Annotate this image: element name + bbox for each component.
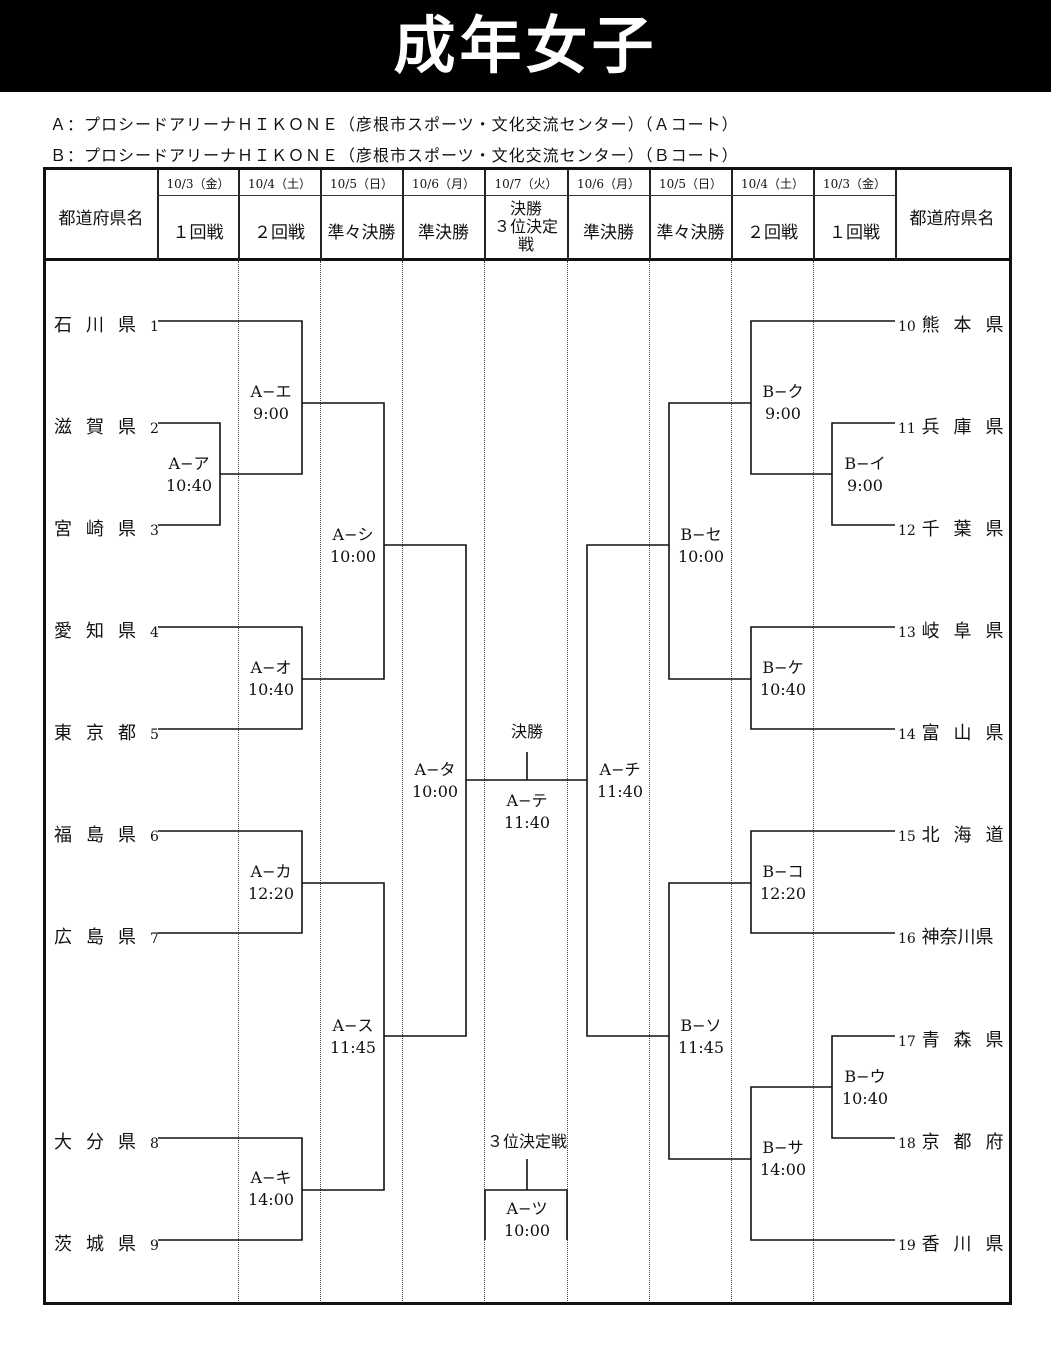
header-round: 準決勝 (418, 223, 469, 243)
header-date: 10/4（土） (741, 177, 804, 191)
header-round-final: 決勝 ３位決定 戦 (493, 199, 558, 254)
team-right: 11 兵庫県 (898, 417, 1018, 438)
date-divider (157, 195, 895, 196)
header-divider-v (895, 170, 897, 260)
venue-a: Ａ：プロシードアリーナＨＩＫＯＮＥ（彦根市スポーツ・文化交流センター）（Ａコート… (50, 115, 739, 134)
team-right: 14 富山県 (898, 723, 1018, 744)
header-pref-left: 都道府県名 (58, 209, 144, 229)
header-divider-v (813, 170, 815, 260)
header-date: 10/3（金） (823, 177, 886, 191)
page-title: 成年女子 (393, 9, 658, 82)
column-divider (567, 261, 568, 1301)
header-round: １回戦 (829, 223, 880, 243)
header-date: 10/5（日） (330, 177, 393, 191)
header-date: 10/6（月） (412, 177, 475, 191)
header-round: ２回戦 (254, 223, 305, 243)
team-left: 滋賀県2 (54, 417, 159, 438)
header-round: １回戦 (172, 223, 224, 243)
team-right: 18 京都府 (898, 1132, 1018, 1153)
header-divider-v (320, 170, 322, 260)
column-divider (813, 261, 814, 1301)
header-round: 準々決勝 (327, 223, 396, 243)
bracket-frame (43, 167, 1012, 1305)
header-date: 10/3（金） (166, 177, 230, 191)
team-right: 13 岐阜県 (898, 621, 1018, 642)
header-divider-v (567, 170, 569, 260)
team-left: 宮崎県3 (54, 519, 159, 540)
header-round: 準決勝 (583, 223, 634, 243)
team-left: 愛知県4 (54, 621, 159, 642)
team-right: 15 北海道 (898, 825, 1018, 846)
header-date: 10/7（火） (494, 177, 558, 191)
header-pref-right: 都道府県名 (909, 209, 995, 229)
column-divider (731, 261, 732, 1301)
column-divider (484, 261, 485, 1301)
team-left: 大分県8 (54, 1132, 159, 1153)
team-left: 茨城県9 (54, 1234, 159, 1255)
column-divider (238, 261, 239, 1301)
team-right: 16 神奈川県 (898, 927, 994, 948)
column-divider (402, 261, 403, 1301)
header-divider-v (484, 170, 486, 260)
venue-b: Ｂ：プロシードアリーナＨＩＫＯＮＥ（彦根市スポーツ・文化交流センター）（Ｂコート… (50, 146, 739, 165)
header-divider (43, 258, 1012, 261)
header-divider-v (157, 170, 159, 260)
team-right: 19 香川県 (898, 1234, 1018, 1255)
team-right: 12 千葉県 (898, 519, 1018, 540)
header-divider-v (649, 170, 651, 260)
header-divider-v (731, 170, 733, 260)
third-place-label: ３位決定戦 (486, 1132, 567, 1151)
header-round: 準々決勝 (656, 223, 725, 243)
team-left: 石川県1 (54, 315, 159, 336)
team-right: 17 青森県 (898, 1030, 1018, 1051)
header-date: 10/5（日） (659, 177, 722, 191)
team-right: 10 熊本県 (898, 315, 1018, 336)
team-left: 東京都5 (54, 723, 159, 744)
column-divider (649, 261, 650, 1301)
team-left: 福島県6 (54, 825, 159, 846)
column-divider (320, 261, 321, 1301)
header-date: 10/4（土） (248, 177, 311, 191)
team-left: 広島県7 (54, 927, 159, 948)
header-divider-v (238, 170, 240, 260)
title-bar (0, 0, 1051, 92)
header-divider-v (402, 170, 404, 260)
final-label: 決勝 (510, 722, 543, 741)
header-round: ２回戦 (747, 223, 798, 243)
header-date: 10/6（月） (577, 177, 640, 191)
